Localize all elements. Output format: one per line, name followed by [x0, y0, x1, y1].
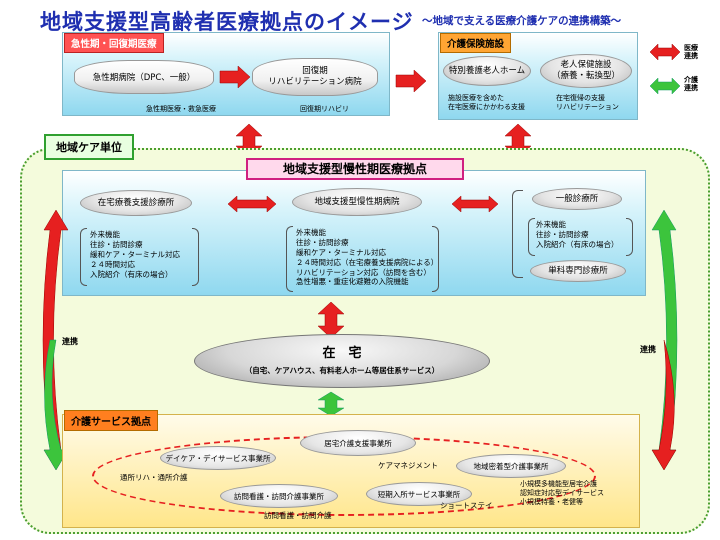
home-clinic-functions: 外来機能 往診・訪問診療 緩和ケア・ターミナル対応 ２４時間対応 入院紹介（有床… — [90, 230, 180, 279]
list-left-bracket-end — [192, 228, 199, 286]
care-note-left: 施設医療を含めた 在宅医療にかかわる支援 — [448, 94, 525, 112]
home-clinic-function: 外来機能 — [90, 230, 120, 239]
short-stay-office: 短期入所サービス事業所 — [366, 482, 472, 506]
general-clinic-function: 往診・訪問診療 — [536, 229, 589, 239]
right-link-label: 連携 — [640, 345, 656, 354]
chronic-hospital-function: ２４時間対応（在宅療養支援病院による） — [296, 257, 439, 267]
chronic-hospital-function: 外来機能 — [296, 228, 326, 237]
general-clinic-function: 入院紹介（有床の場合） — [536, 239, 619, 249]
home-clinic-label: 在宅療養支援診療所 — [97, 197, 175, 208]
care-manager-office-label: 居宅介護支援事業所 — [324, 438, 392, 448]
care-legend-label: 介護 連携 — [684, 76, 698, 93]
general-clinic: 一般診療所 — [532, 188, 622, 210]
left-link-label: 連携 — [62, 337, 78, 346]
general-clinic-functions: 外来機能 往診・訪問診療 入院紹介（有床の場合） — [536, 220, 619, 250]
home-clinic: 在宅療養支援診療所 — [80, 190, 192, 216]
day-care-office-label: デイケア・デイサービス事業所 — [165, 453, 271, 463]
left-link-arrow — [42, 209, 69, 471]
care-services-label: 介護サービス拠点 — [64, 410, 158, 431]
general-clinic-function: 外来機能 — [536, 220, 566, 229]
community-care-office-label: 地域密着型介護事業所 — [473, 461, 549, 471]
medical-legend-arrow — [649, 43, 681, 61]
right-link-arrow — [651, 209, 678, 471]
community-care-office: 地域密着型介護事業所 — [456, 454, 566, 478]
home-nursing-office-label: 訪問看護・訪問介護事業所 — [234, 491, 324, 501]
care-facility-label: 介護保険施設 — [440, 33, 512, 53]
specialty-clinic: 単科専門診療所 — [530, 260, 626, 282]
acute-to-rehab-arrow — [219, 65, 251, 89]
health-facility-label: 老人保健施設 （療養・転換型） — [551, 60, 620, 81]
acute-note-right: 回復期リハビリ — [300, 105, 349, 113]
special-nursing-home-label: 特別養護老人ホーム — [448, 65, 526, 76]
chronic-hospital-function: 急性増悪・重症化避難の入院機能 — [296, 277, 409, 287]
care-manager-office: 居宅介護支援事業所 — [300, 430, 416, 456]
general-group-bracket — [512, 190, 523, 278]
center-home-link-arrow — [317, 301, 345, 339]
list-left-bracket — [80, 228, 87, 286]
acute-hospital-label: 急性期病院（DPC、一般） — [92, 73, 196, 83]
center-label: 地域支援型慢性期医療拠点 — [246, 158, 464, 180]
chronic-hospital-functions: 外来機能 往診・訪問診療 緩和ケア・ターミナル対応 ２４時間対応（在宅療養支援病… — [296, 228, 438, 287]
chronic-hospital: 地域支援型慢性期病院 — [292, 188, 422, 216]
short-stay-office-label: 短期入所サービス事業所 — [377, 489, 461, 499]
home-clinic-function: 緩和ケア・ターミナル対応 — [90, 249, 180, 259]
home-clinic-to-chronic-arrow — [227, 195, 277, 213]
day-care-note: 通所リハ・通所介護 — [120, 473, 188, 482]
list-right-bracket-end — [626, 218, 633, 256]
rehab-hospital-label: 回復期 リハビリテーション病院 — [268, 65, 362, 87]
list-right-bracket — [528, 218, 535, 256]
day-care-office: デイケア・デイサービス事業所 — [160, 446, 276, 470]
acute-care-label: 急性期・回復期医療 — [64, 33, 164, 53]
community-unit-label: 地域ケア単位 — [44, 134, 134, 160]
home-clinic-function: ２４時間対応 — [90, 259, 135, 269]
home-ellipse: 在 宅 （自宅、ケアハウス、有料老人ホーム等居住系サービス） — [194, 334, 490, 388]
acute-hospital: 急性期病院（DPC、一般） — [74, 60, 214, 94]
home-subtitle: （自宅、ケアハウス、有料老人ホーム等居住系サービス） — [244, 366, 440, 375]
care-note-right: 在宅復帰の支援 リハビリテーション — [556, 94, 619, 112]
chronic-hospital-function: 緩和ケア・ターミナル対応 — [296, 247, 386, 257]
health-facility: 老人保健施設 （療養・転換型） — [540, 54, 632, 88]
page-title: 地域支援型高齢者医療拠点のイメージ — [40, 10, 414, 34]
chronic-to-general-arrow — [451, 195, 499, 213]
home-title: 在 宅 — [322, 346, 362, 361]
community-care-note: 小規模多機能型居宅介護 認知症対応型デイサービス 小規模特養・老健等 — [520, 480, 604, 507]
medical-legend-label: 医療 連携 — [684, 44, 698, 61]
acute-to-care-arrow — [395, 69, 427, 93]
care-legend-arrow — [649, 77, 681, 95]
care-management-label: ケアマネジメント — [378, 461, 438, 470]
home-nursing-office: 訪問看護・訪問介護事業所 — [220, 484, 338, 508]
short-stay-note: ショートステイ — [440, 501, 493, 510]
specialty-clinic-label: 単科専門診療所 — [548, 265, 608, 276]
list-mid-bracket — [286, 226, 293, 292]
rehab-hospital: 回復期 リハビリテーション病院 — [252, 58, 378, 96]
special-nursing-home: 特別養護老人ホーム — [443, 56, 531, 86]
chronic-hospital-function: 往診・訪問診療 — [296, 237, 349, 247]
chronic-hospital-label: 地域支援型慢性期病院 — [314, 196, 400, 207]
home-care-link-arrow — [317, 391, 345, 417]
acute-note-left: 急性期医療・救急医療 — [146, 105, 216, 113]
page-subtitle: 〜地域で支える医療介護ケアの連携構築〜 — [422, 15, 622, 27]
chronic-hospital-function: リハビリテーション対応（訪問を含む） — [296, 267, 431, 277]
home-clinic-function: 入院紹介（有床の場合） — [90, 269, 173, 279]
home-clinic-function: 往診・訪問診療 — [90, 239, 143, 249]
home-nursing-note: 訪問看護・訪問介護 — [264, 511, 332, 520]
general-clinic-label: 一般診療所 — [555, 193, 599, 204]
